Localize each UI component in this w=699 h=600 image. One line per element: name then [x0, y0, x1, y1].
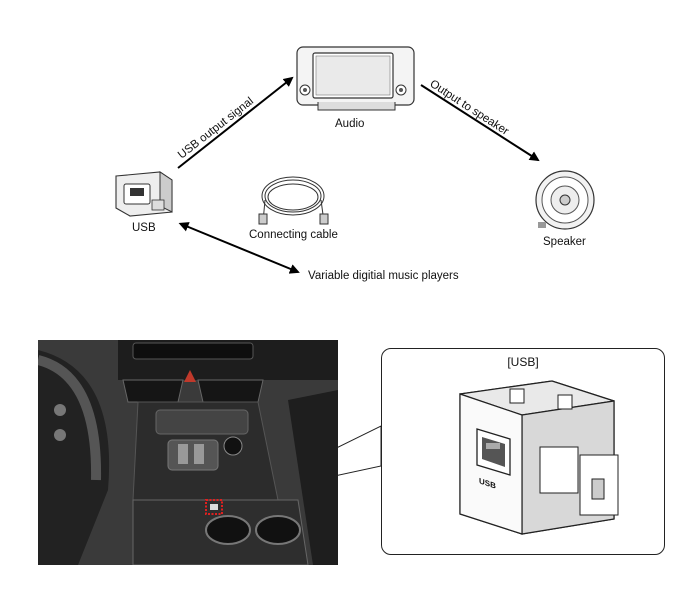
speaker-icon [535, 170, 595, 230]
usb-module-icon [115, 171, 173, 217]
audio-label: Audio [335, 118, 365, 130]
usb-to-audio-arrow [177, 76, 294, 169]
console-illustration [38, 340, 338, 565]
console-photo [38, 340, 338, 565]
usb-label: USB [132, 222, 156, 234]
usb-players-arrow [178, 222, 300, 274]
connecting-cable-label: Connecting cable [249, 229, 338, 241]
usb-zoom-panel: [USB] USB [381, 348, 665, 555]
audio-unit-icon [296, 46, 415, 111]
zoom-title: [USB] [507, 355, 539, 369]
speaker-label: Speaker [543, 236, 586, 248]
music-players-label: Variable digitial music players [308, 270, 459, 282]
usb-port-detail [459, 380, 619, 535]
audio-to-speaker-arrow [420, 84, 540, 162]
connecting-cable-icon [258, 176, 329, 225]
